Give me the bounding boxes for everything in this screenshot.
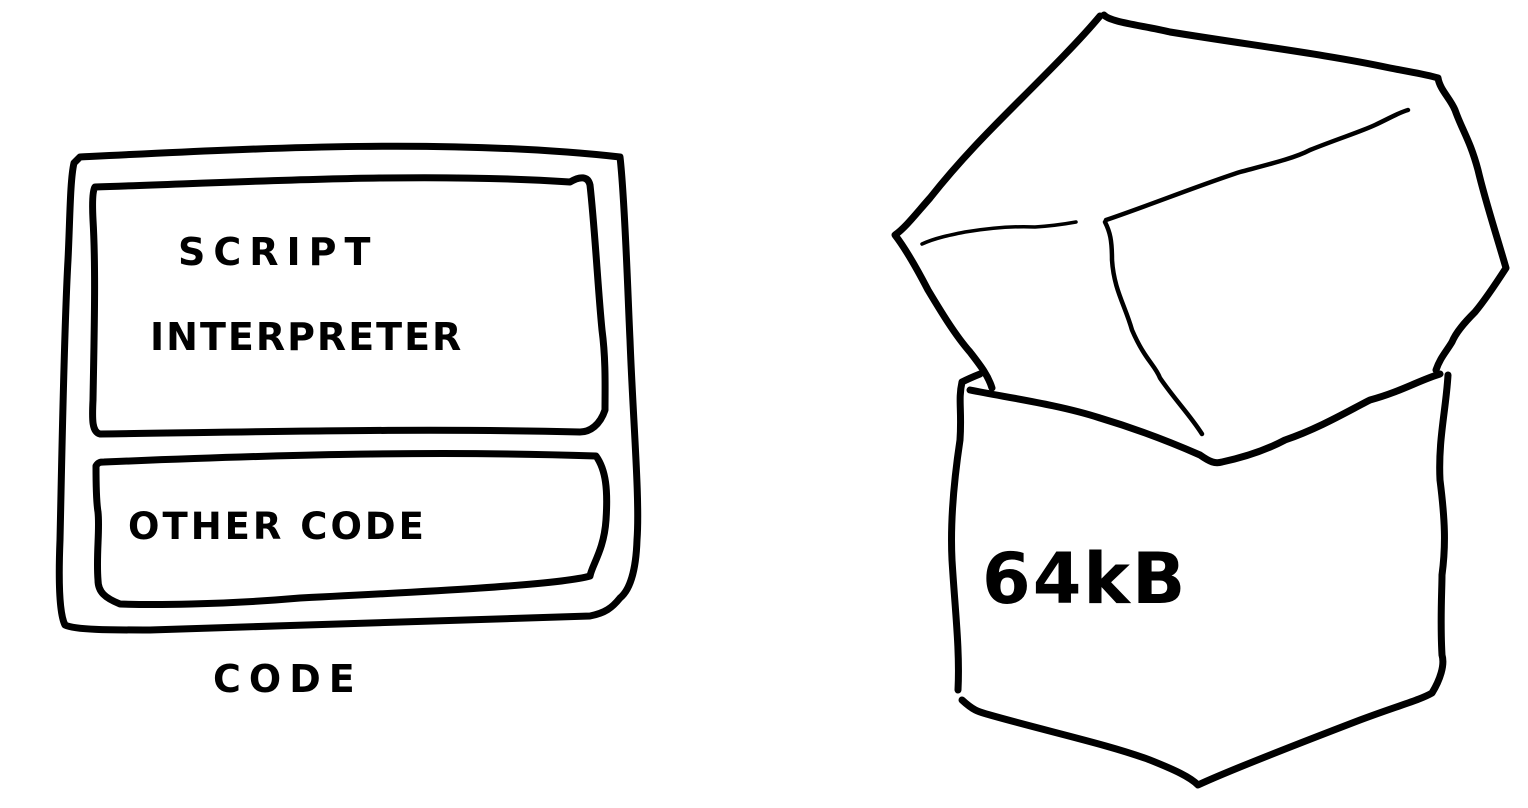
box-diagram: 64kB [891, 11, 1510, 789]
script-interpreter-box [89, 174, 609, 438]
box-lid-back-edge [1100, 11, 1510, 374]
box-lid-inner-fold [1103, 107, 1411, 223]
box-lid-left-flap [891, 12, 1104, 392]
box-rim [966, 370, 1444, 467]
code-diagram: SCRIPT INTERPRETER OTHER CODE CODE [55, 142, 642, 701]
interpreter-label: INTERPRETER [150, 315, 463, 359]
box-body [947, 370, 1452, 789]
box-lid-front-flap-edge [1102, 219, 1205, 437]
code-caption: CODE [213, 657, 363, 701]
other-code-label: OTHER CODE [128, 505, 427, 548]
box-lid-left-inner-edge [920, 220, 1078, 246]
other-code-box [92, 450, 611, 608]
script-label: SCRIPT [178, 230, 378, 274]
box-size-label: 64kB [982, 538, 1187, 620]
code-outer-frame [55, 142, 642, 634]
